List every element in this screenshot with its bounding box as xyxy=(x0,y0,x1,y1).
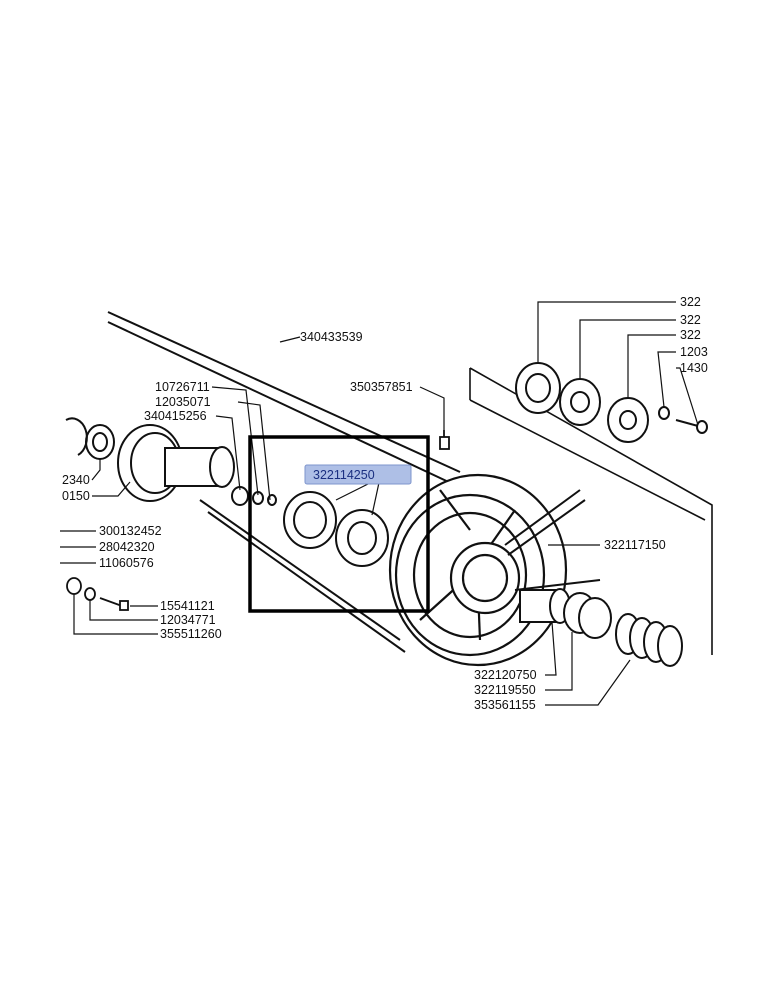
part-label-322120750: 322120750 xyxy=(474,668,537,682)
panel-parts xyxy=(515,362,708,443)
part-label-340415256: 340415256 xyxy=(144,409,207,423)
left-hub-assembly xyxy=(65,417,277,506)
second-belt xyxy=(504,489,601,591)
grease-nipple xyxy=(439,430,450,450)
part-label-2340: 2340 xyxy=(62,473,90,487)
part-label-1203: 1203 xyxy=(680,345,708,359)
part-label-12035071: 12035071 xyxy=(155,395,211,409)
part-labels: 340433539 350357851 10726711 12035071 34… xyxy=(62,295,708,712)
part-label-12034771: 12034771 xyxy=(160,613,216,627)
part-label-11060576: 11060576 xyxy=(99,556,154,570)
detail-panel-outline xyxy=(469,367,713,655)
highlight-box[interactable] xyxy=(248,435,430,613)
part-label-322-c: 322 xyxy=(680,328,701,342)
bolt-washer-group xyxy=(66,577,129,611)
main-pulley xyxy=(388,473,568,667)
part-label-355511260: 355511260 xyxy=(160,627,222,641)
part-label-28042320: 28042320 xyxy=(99,540,155,554)
part-label-322-b: 322 xyxy=(680,313,701,327)
part-label-15541121: 15541121 xyxy=(160,599,215,613)
part-label-340433539: 340433539 xyxy=(300,330,363,344)
drive-belt xyxy=(107,311,461,653)
part-label-322-a: 322 xyxy=(680,295,701,309)
part-label-350357851: 350357851 xyxy=(350,380,413,394)
part-label-353561155: 353561155 xyxy=(474,698,536,712)
part-label-322119550: 322119550 xyxy=(474,683,536,697)
part-label-300132452: 300132452 xyxy=(99,524,162,538)
part-label-1430: 1430 xyxy=(680,361,708,375)
part-label-10726711: 10726711 xyxy=(155,380,210,394)
part-label-322117150: 322117150 xyxy=(604,538,666,552)
highlighted-label-bg xyxy=(304,464,412,485)
ring-parts-322114250 xyxy=(283,491,389,567)
spring-and-bushings xyxy=(519,588,683,667)
part-label-0150: 0150 xyxy=(62,489,90,503)
leader-lines xyxy=(60,301,699,706)
highlighted-part-label[interactable]: 322114250 xyxy=(313,468,375,482)
